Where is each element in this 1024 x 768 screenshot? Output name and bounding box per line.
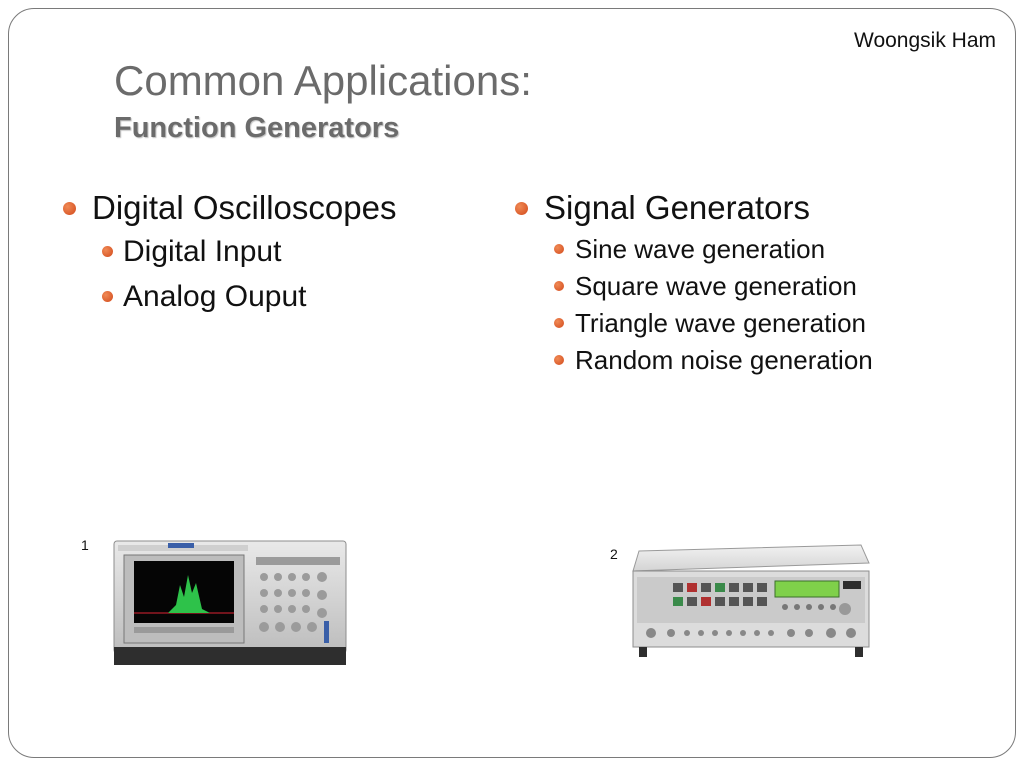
bullet-heading: Signal Generators <box>544 189 810 226</box>
sub-bullet-text: Analog Ouput <box>123 279 307 313</box>
sub-bullet-text: Square wave generation <box>575 270 857 301</box>
sub-bullet: Analog Ouput <box>92 279 482 315</box>
figure-number-1: 1 <box>81 537 89 553</box>
sub-bullet: Triangle wave generation <box>544 308 984 339</box>
bullet-signal-generators: Signal Generators Sine wave generation S… <box>514 188 984 376</box>
slide-subtitle: Function Generators <box>114 112 400 144</box>
sub-bullet: Sine wave generation <box>544 234 984 265</box>
signal-generator-image <box>625 537 875 667</box>
sub-bullet: Square wave generation <box>544 271 984 302</box>
author-name: Woongsik Ham <box>854 29 996 52</box>
slide-title: Common Applications: <box>114 57 532 104</box>
sub-bullet: Random noise generation <box>544 345 984 376</box>
oscilloscope-image <box>110 535 350 675</box>
sub-bullet: Digital Input <box>92 234 482 270</box>
right-column: Signal Generators Sine wave generation S… <box>514 188 984 382</box>
sub-bullet-text: Sine wave generation <box>575 233 826 264</box>
sub-bullet-text: Digital Input <box>123 234 282 268</box>
sub-bullet-text: Triangle wave generation <box>575 307 866 338</box>
bullet-heading: Digital Oscilloscopes <box>92 189 397 226</box>
sub-bullet-text: Random noise generation <box>575 345 873 376</box>
figure-number-2: 2 <box>610 546 618 562</box>
left-column: Digital Oscilloscopes Digital Input Anal… <box>62 188 482 324</box>
bullet-digital-oscilloscopes: Digital Oscilloscopes Digital Input Anal… <box>62 188 482 315</box>
